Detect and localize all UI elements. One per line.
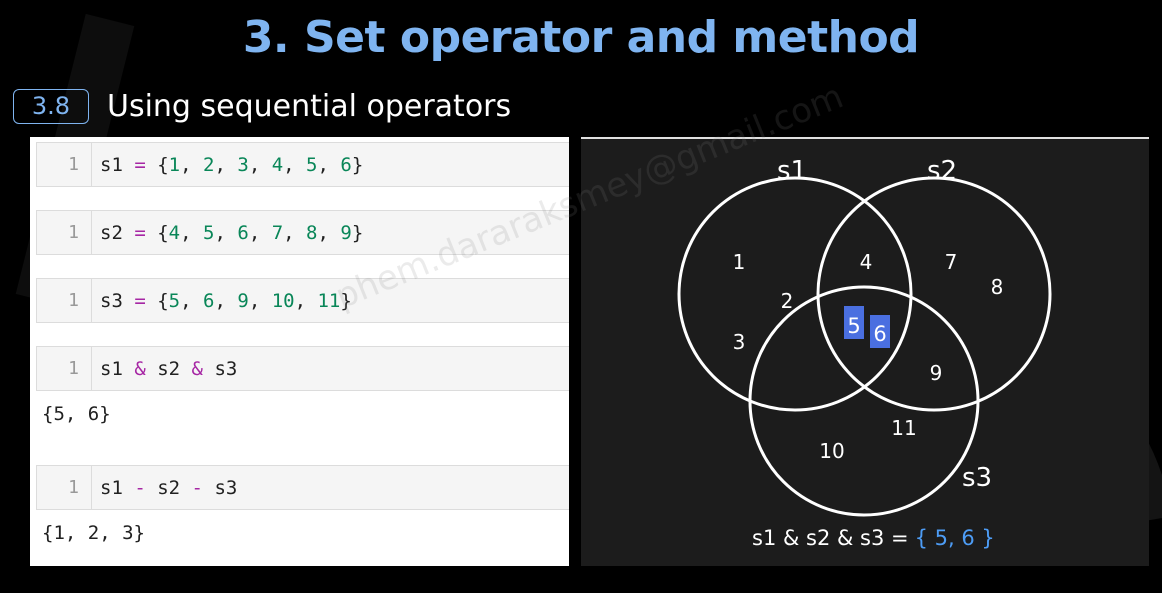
code-number: 10	[271, 289, 295, 312]
element-1: 1	[733, 250, 746, 274]
code-number: 1	[168, 153, 181, 176]
element-2: 2	[781, 289, 794, 313]
code-text: s3	[203, 476, 238, 499]
code-number: 2	[203, 153, 215, 176]
code-operator: &	[191, 357, 203, 380]
element-9: 9	[930, 361, 943, 385]
result-value: { 5, 6 }	[915, 526, 995, 550]
code-text: s3	[100, 289, 135, 312]
code-number: 7	[271, 221, 284, 244]
code-text: ,	[248, 153, 272, 176]
code-text: ,	[214, 289, 238, 312]
highlight-box-6	[870, 315, 890, 348]
code-text: ,	[180, 153, 204, 176]
code-text: ,	[317, 221, 341, 244]
code-text: ,	[317, 153, 341, 176]
code-number: 4	[168, 221, 181, 244]
code-text: s2	[100, 221, 135, 244]
element-5: 5	[847, 314, 860, 338]
result-equation: s1 & s2 & s3 ={ 5, 6 }	[752, 526, 995, 550]
line-number: 1	[37, 466, 92, 509]
code-text: ,	[294, 289, 318, 312]
code-number: 4	[271, 153, 284, 176]
element-7: 7	[945, 250, 958, 274]
element-3: 3	[733, 330, 746, 354]
code-operator: =	[134, 153, 146, 176]
code-number: 11	[317, 289, 341, 312]
line-number: 1	[37, 347, 92, 390]
code-text: ,	[283, 221, 307, 244]
code-number: 9	[237, 289, 249, 312]
code-text: s1	[100, 153, 135, 176]
code-text: s1	[100, 357, 135, 380]
line-number: 1	[37, 211, 92, 254]
cell-code: s1 & s2 & s3	[92, 358, 237, 380]
venn-diagram-panel: s1 s2 s3 1 2 3 4 5 6 7 8 9 10 11 s1 & s2…	[581, 137, 1149, 566]
element-10: 10	[819, 439, 844, 463]
code-number: 6	[203, 289, 215, 312]
code-text: }	[351, 221, 364, 244]
code-cell-s3[interactable]: 1 s3 = {5, 6, 9, 10, 11}	[36, 278, 569, 323]
cell-output-difference: {1, 2, 3}	[42, 522, 145, 544]
venn-diagram: s1 s2 s3 1 2 3 4 5 6 7 8 9 10 11 s1 & s2…	[677, 156, 1052, 550]
element-8: 8	[991, 275, 1004, 299]
code-text: }	[340, 289, 352, 312]
code-text: s3	[203, 357, 238, 380]
set-label-s3: s3	[962, 463, 992, 493]
code-number: 8	[306, 221, 318, 244]
line-number: 1	[37, 279, 92, 322]
element-11: 11	[891, 416, 916, 440]
section-title: Using sequential operators	[107, 89, 512, 124]
code-number: 9	[340, 221, 352, 244]
code-operator: -	[134, 476, 146, 499]
element-4: 4	[860, 250, 873, 274]
cell-code: s1 - s2 - s3	[92, 477, 237, 499]
line-number: 1	[37, 143, 92, 186]
set-circle-s1	[677, 176, 913, 412]
code-text: ,	[180, 221, 204, 244]
set-circle-s3	[748, 285, 980, 517]
code-number: 6	[237, 221, 249, 244]
set-label-s1: s1	[777, 156, 807, 186]
code-text: ,	[214, 221, 238, 244]
code-text: s2	[145, 357, 192, 380]
highlight-box-5	[844, 306, 864, 339]
code-text: ,	[283, 153, 307, 176]
code-text: }	[351, 153, 364, 176]
code-number: 3	[237, 153, 249, 176]
code-text: ,	[180, 289, 204, 312]
cell-code: s3 = {5, 6, 9, 10, 11}	[92, 290, 352, 312]
code-operator: =	[134, 221, 146, 244]
code-cell-s2[interactable]: 1 s2 = {4, 5, 6, 7, 8, 9}	[36, 210, 569, 255]
code-operator: -	[191, 476, 203, 499]
code-cell-intersection[interactable]: 1 s1 & s2 & s3	[36, 346, 569, 391]
code-number: 5	[168, 289, 181, 312]
cell-code: s1 = {1, 2, 3, 4, 5, 6}	[92, 154, 363, 176]
code-text: {	[145, 221, 169, 244]
code-text: s1	[100, 476, 135, 499]
set-circle-s2	[816, 176, 1052, 412]
code-text: ,	[248, 289, 272, 312]
cell-code: s2 = {4, 5, 6, 7, 8, 9}	[92, 222, 363, 244]
code-cell-difference[interactable]: 1 s1 - s2 - s3	[36, 465, 569, 510]
notebook-panel: 1 s1 = {1, 2, 3, 4, 5, 6} 1 s2 = {4, 5, …	[30, 137, 569, 566]
code-text: ,	[248, 221, 272, 244]
code-number: 5	[203, 221, 215, 244]
result-expression: s1 & s2 & s3 =	[752, 526, 909, 550]
set-label-s2: s2	[927, 156, 957, 186]
page-title: 3. Set operator and method	[242, 12, 920, 63]
code-operator: =	[134, 289, 146, 312]
code-number: 6	[340, 153, 352, 176]
code-operator: &	[134, 357, 146, 380]
code-cell-s1[interactable]: 1 s1 = {1, 2, 3, 4, 5, 6}	[36, 142, 569, 187]
code-number: 5	[306, 153, 318, 176]
code-text: {	[145, 289, 169, 312]
code-text: s2	[145, 476, 192, 499]
code-text: ,	[214, 153, 238, 176]
section-number-badge: 3.8	[13, 89, 89, 124]
cell-output-intersection: {5, 6}	[42, 403, 111, 425]
code-text: {	[145, 153, 169, 176]
element-6: 6	[873, 322, 886, 346]
